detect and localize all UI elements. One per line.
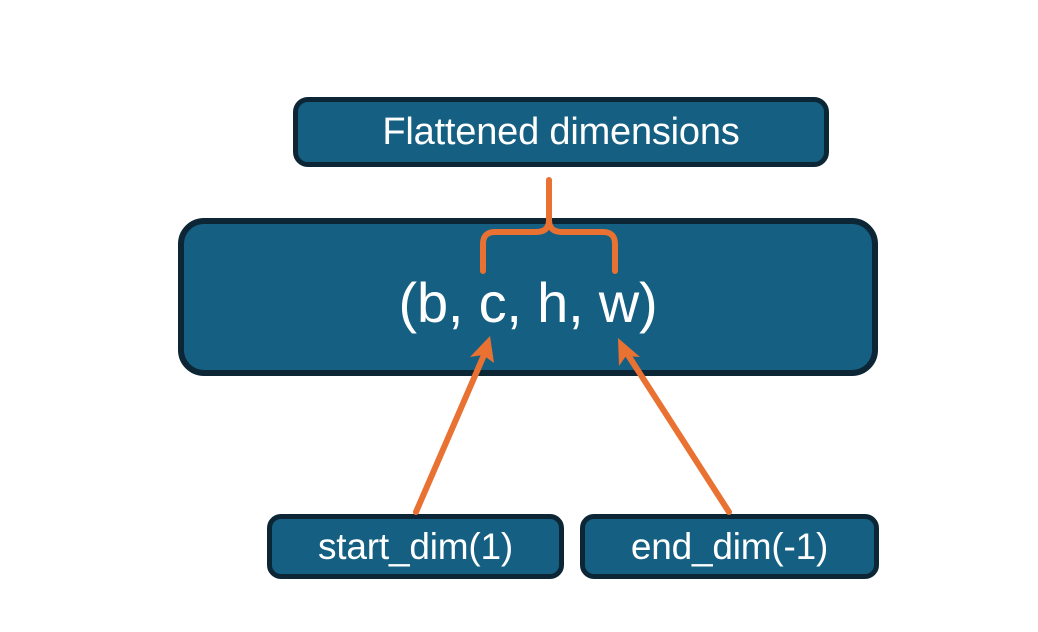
start-dim-box[interactable]: start_dim(1) <box>267 514 564 579</box>
flattened-dimensions-label: Flattened dimensions <box>382 111 740 153</box>
start-dim-label: start_dim(1) <box>318 526 513 567</box>
tensor-shape-box[interactable]: (b, c, h, w) <box>178 218 878 376</box>
end-dim-label: end_dim(-1) <box>630 526 829 567</box>
end-dim-box[interactable]: end_dim(-1) <box>580 514 879 579</box>
tensor-shape-label: (b, c, h, w) <box>398 271 658 334</box>
flattened-dimensions-box[interactable]: Flattened dimensions <box>293 97 829 167</box>
